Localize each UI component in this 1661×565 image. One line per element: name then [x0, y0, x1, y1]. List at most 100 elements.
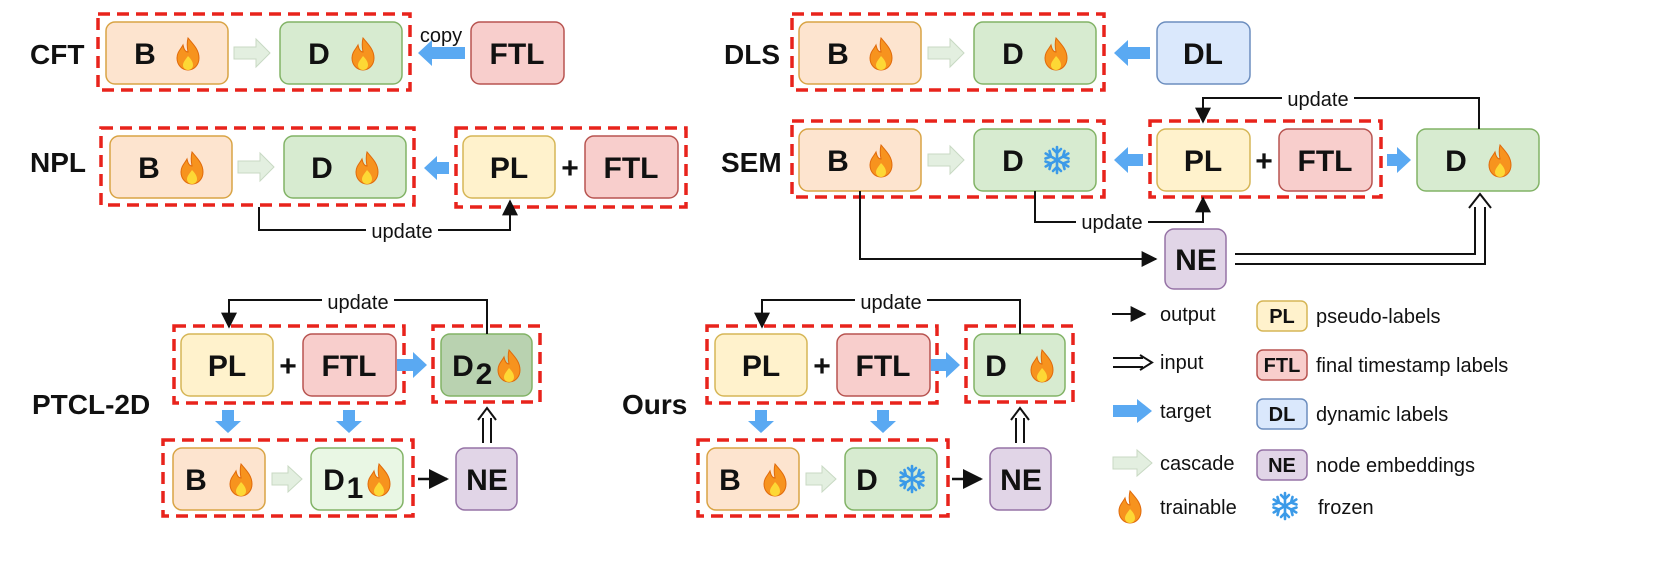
- legend-ne-desc: node embeddings: [1316, 455, 1475, 477]
- row-cft: CFT B D copy FTL: [30, 12, 565, 92]
- edge-label-update: update: [1081, 212, 1142, 234]
- legend-ne-key: NE: [1268, 455, 1296, 477]
- edge-label-update: update: [371, 221, 432, 243]
- target-arrow: [397, 352, 427, 378]
- group-box: [454, 126, 688, 209]
- group-box: [431, 324, 542, 404]
- legend-pl-swatch: [1256, 300, 1308, 332]
- label-bg: [366, 221, 438, 241]
- node-ftl-label: FTL: [856, 350, 911, 383]
- node-d: [283, 135, 407, 199]
- cascade-arrow: [271, 464, 303, 494]
- row-ours: Ours PL + FTL D update B D NE: [622, 292, 1075, 518]
- node-ftl: [1278, 128, 1373, 192]
- legend-cascade-label: cascade: [1160, 453, 1235, 475]
- legend-target-label: target: [1160, 401, 1212, 423]
- row-sem: SEM B D PL + FTL D update update NE: [721, 89, 1540, 290]
- node-ftl-label: FTL: [322, 350, 377, 383]
- label-bg: [1076, 212, 1148, 232]
- node-d1-label: D: [323, 464, 345, 497]
- legend-ftl-key: FTL: [1264, 355, 1301, 377]
- edge-label-update: update: [1287, 89, 1348, 111]
- row-label-sem: SEM: [721, 147, 782, 178]
- legend-dl-swatch: [1256, 398, 1308, 430]
- legend-dl-key: DL: [1269, 404, 1296, 426]
- legend-target-arrow: [1113, 399, 1152, 423]
- target-arrow: [748, 410, 774, 433]
- legend-pl-key: PL: [1269, 306, 1295, 328]
- node-ftl: [302, 333, 397, 397]
- target-arrow: [424, 156, 449, 180]
- node-d: [1416, 128, 1540, 192]
- node-dl-label: DL: [1183, 38, 1223, 71]
- edge-label-copy: copy: [420, 25, 462, 47]
- legend-ftl-desc: final timestamp labels: [1316, 355, 1508, 377]
- plus-sign: +: [1255, 145, 1273, 178]
- node-pl-label: PL: [208, 350, 246, 383]
- row-npl: NPL B D PL + FTL update: [30, 126, 688, 243]
- node-ne-label: NE: [1175, 244, 1217, 277]
- node-ftl: [836, 333, 931, 397]
- legend-input-label: input: [1160, 352, 1204, 374]
- row-ptcl-2d: PTCL-2D PL + FTL D 2 update B D 1 NE: [32, 292, 542, 518]
- node-d-label: D: [1002, 145, 1024, 178]
- flame-icon: [1118, 490, 1142, 524]
- group-box: [696, 438, 950, 518]
- node-b-label: B: [185, 464, 207, 497]
- input-arrow: [1235, 192, 1492, 265]
- target-arrow: [215, 410, 241, 433]
- node-b: [798, 21, 922, 85]
- row-label-ours: Ours: [622, 389, 687, 420]
- row-label-dls: DLS: [724, 39, 780, 70]
- node-dl: [1156, 21, 1251, 85]
- row-label-npl: NPL: [30, 147, 86, 178]
- group-box: [1148, 119, 1383, 199]
- target-arrow: [931, 352, 960, 378]
- node-b-label: B: [719, 464, 741, 497]
- edge-label-update: update: [860, 292, 921, 314]
- group-box: [790, 12, 1106, 92]
- row-label-cft: CFT: [30, 39, 84, 70]
- node-d: [973, 128, 1097, 192]
- node-ne: [989, 447, 1052, 511]
- node-d: [973, 21, 1097, 85]
- node-b-label: B: [827, 145, 849, 178]
- node-b-label: B: [827, 38, 849, 71]
- cascade-arrow: [237, 151, 275, 183]
- cascade-arrow: [927, 144, 965, 176]
- node-ftl-label: FTL: [1298, 145, 1353, 178]
- target-arrow: [336, 410, 362, 433]
- node-d-label: D: [311, 152, 333, 185]
- legend-pl-desc: pseudo-labels: [1316, 306, 1441, 328]
- cascade-arrow: [805, 464, 837, 494]
- snowflake-icon: [1272, 491, 1298, 521]
- label-bg: [855, 292, 927, 312]
- node-pl-label: PL: [742, 350, 780, 383]
- node-d2-label: D: [452, 350, 474, 383]
- node-ne: [455, 447, 518, 511]
- node-pl-label: PL: [1184, 145, 1222, 178]
- node-pl: [462, 135, 556, 199]
- legend-trainable-label: trainable: [1160, 497, 1237, 519]
- input-arrow: [1010, 406, 1030, 443]
- node-d1-subscript: 1: [347, 472, 364, 505]
- target-arrow: [1114, 147, 1143, 173]
- plus-sign: +: [561, 152, 579, 185]
- node-b-label: B: [134, 38, 156, 71]
- edge-label-update: update: [327, 292, 388, 314]
- node-d: [844, 447, 938, 511]
- node-d: [279, 21, 403, 85]
- label-bg: [1282, 89, 1354, 109]
- input-arrow: [477, 406, 497, 443]
- node-d-label: D: [1002, 38, 1024, 71]
- node-d-label: D: [308, 38, 330, 71]
- target-arrow: [418, 40, 465, 66]
- node-d-label: D: [985, 350, 1007, 383]
- group-box: [790, 119, 1106, 199]
- plus-sign: +: [279, 350, 297, 383]
- node-ne-label: NE: [1000, 464, 1042, 497]
- node-b: [109, 135, 233, 199]
- node-b: [105, 21, 229, 85]
- node-ftl-label: FTL: [490, 38, 545, 71]
